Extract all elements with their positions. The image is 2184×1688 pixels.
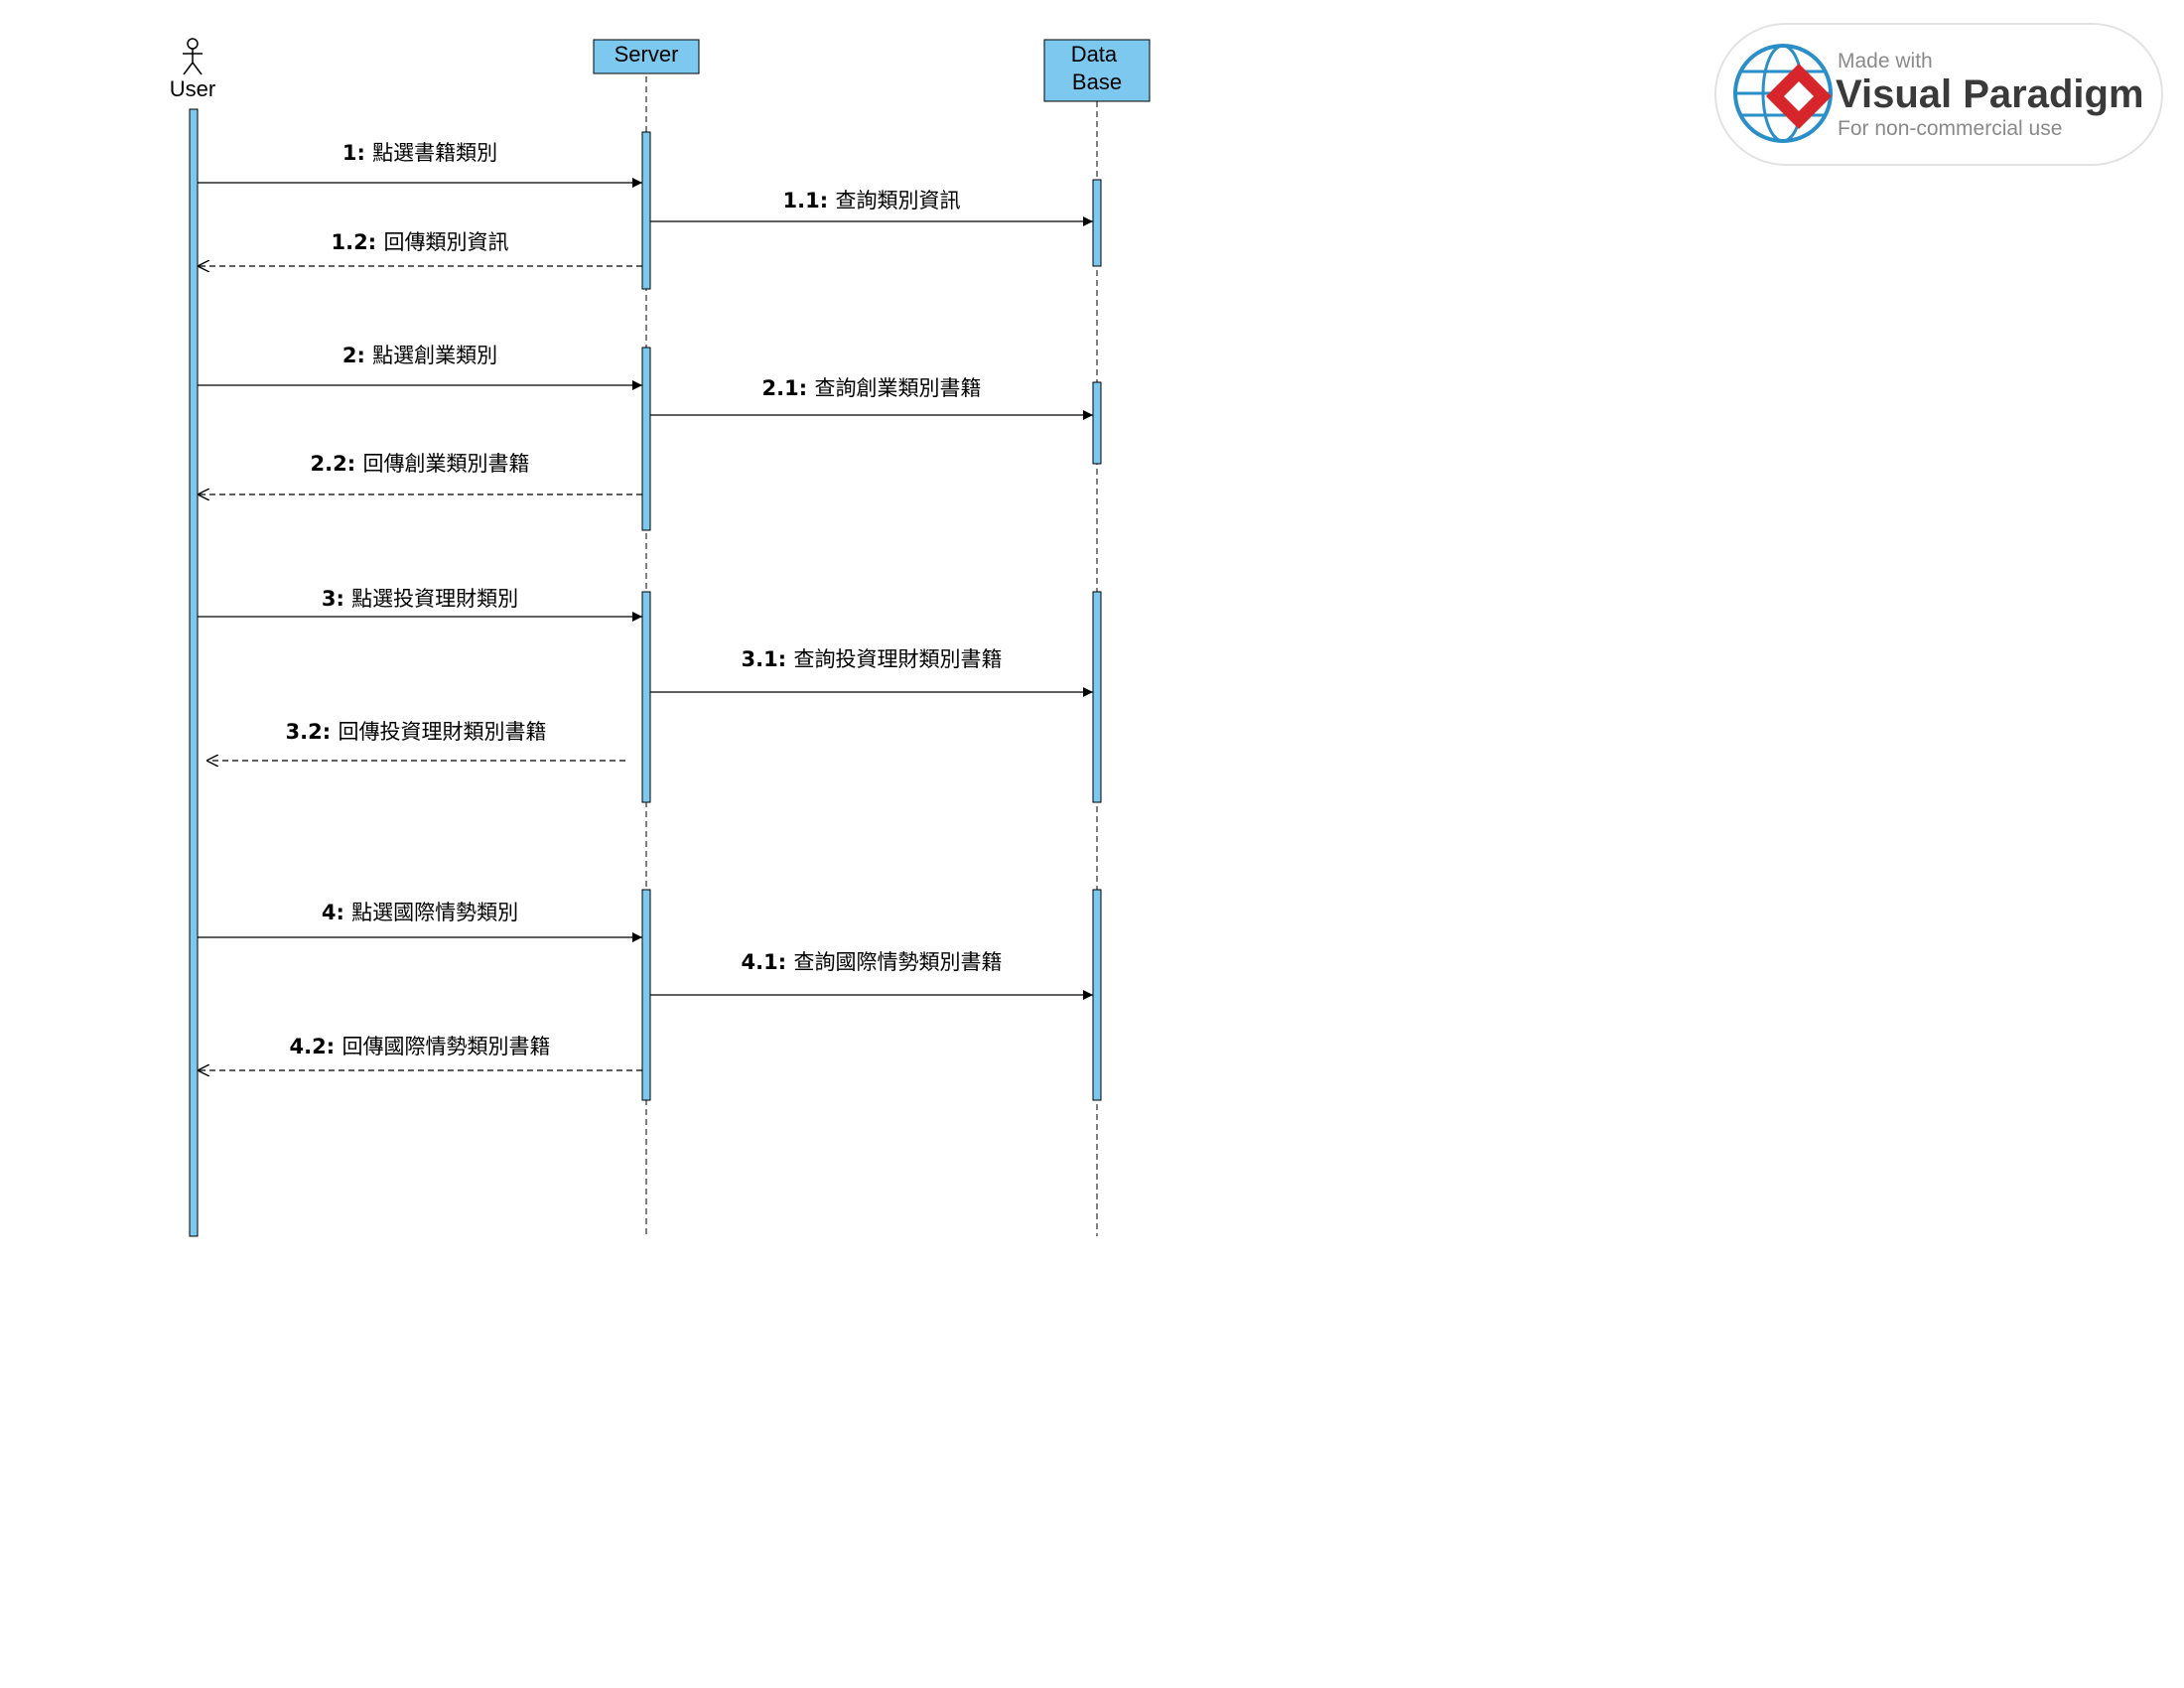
database-participant-label: Data Base	[1071, 42, 1124, 94]
message-number: 2.1:	[762, 376, 815, 400]
message-label: 3: 點選投資理財類別	[322, 587, 518, 611]
server-activation-bar-3	[641, 591, 651, 803]
watermark-noncommercial: For non-commercial use	[1838, 117, 2062, 140]
message-number: 1.1:	[783, 189, 836, 212]
message-1: 1: 點選書籍類別	[198, 141, 642, 188]
message-text: 點選書籍類別	[372, 141, 497, 165]
message-label: 4.1: 查詢國際情勢類別書籍	[742, 950, 1003, 974]
message-text: 點選國際情勢類別	[351, 901, 518, 924]
visual-paradigm-logo-icon	[1733, 44, 1833, 143]
message-number: 1:	[342, 141, 372, 165]
message-1-1: 1.1: 查詢類別資訊	[650, 189, 1093, 226]
message-3-1: 3.1: 查詢投資理財類別書籍	[650, 647, 1093, 697]
message-text: 回傳創業類別書籍	[362, 452, 529, 476]
message-4-1: 4.1: 查詢國際情勢類別書籍	[650, 950, 1093, 1000]
message-number: 1.2:	[332, 230, 384, 254]
message-label: 2.1: 查詢創業類別書籍	[762, 376, 982, 400]
user-activation-bar	[189, 108, 199, 1237]
database-activation-bar-3	[1092, 591, 1102, 803]
message-number: 3.2:	[286, 720, 339, 744]
visual-paradigm-watermark: Made with Visual Paradigm For non-commer…	[1714, 23, 2163, 166]
message-2-2: 2.2: 回傳創業類別書籍	[198, 452, 642, 494]
user-actor-icon	[183, 38, 203, 75]
message-text: 查詢國際情勢類別書籍	[793, 950, 1002, 974]
message-number: 2:	[342, 344, 372, 367]
message-number: 4.1:	[742, 950, 794, 974]
message-label: 2.2: 回傳創業類別書籍	[311, 452, 530, 476]
server-activation-bar-1	[641, 131, 651, 290]
message-label: 1.1: 查詢類別資訊	[783, 189, 961, 212]
message-text: 回傳類別資訊	[383, 230, 508, 254]
message-number: 2.2:	[311, 452, 363, 476]
message-label: 3.1: 查詢投資理財類別書籍	[742, 647, 1003, 671]
message-1-2: 1.2: 回傳類別資訊	[198, 230, 642, 266]
server-participant-label: Server	[614, 42, 679, 67]
message-4: 4: 點選國際情勢類別	[198, 901, 642, 942]
message-number: 4:	[322, 901, 351, 924]
message-text: 點選投資理財類別	[351, 587, 518, 611]
message-number: 3:	[322, 587, 351, 611]
message-label: 2: 點選創業類別	[342, 344, 497, 367]
user-participant-label: User	[170, 76, 215, 101]
database-participant-box	[1043, 39, 1151, 102]
message-3-2: 3.2: 回傳投資理財類別書籍	[206, 720, 625, 761]
message-label: 1.2: 回傳類別資訊	[332, 230, 509, 254]
message-text: 點選創業類別	[372, 344, 497, 367]
message-label: 4: 點選國際情勢類別	[322, 901, 518, 924]
message-4-2: 4.2: 回傳國際情勢類別書籍	[198, 1035, 642, 1070]
message-text: 回傳國際情勢類別書籍	[341, 1035, 550, 1058]
message-text: 查詢類別資訊	[835, 189, 960, 212]
server-participant-box	[593, 39, 700, 74]
watermark-made-with: Made with	[1838, 50, 1933, 72]
message-3: 3: 點選投資理財類別	[198, 587, 642, 622]
server-activation-bar-2	[641, 347, 651, 531]
message-number: 4.2:	[290, 1035, 342, 1058]
message-text: 查詢創業類別書籍	[814, 376, 981, 400]
message-label: 3.2: 回傳投資理財類別書籍	[286, 720, 547, 744]
message-text: 查詢投資理財類別書籍	[793, 647, 1002, 671]
message-2-1: 2.1: 查詢創業類別書籍	[650, 376, 1093, 420]
message-text: 回傳投資理財類別書籍	[338, 720, 546, 744]
message-label: 1: 點選書籍類別	[342, 141, 497, 165]
watermark-brand: Visual Paradigm	[1836, 72, 2144, 116]
message-label: 4.2: 回傳國際情勢類別書籍	[290, 1035, 551, 1058]
message-2: 2: 點選創業類別	[198, 344, 642, 390]
server-activation-bar-4	[641, 889, 651, 1101]
message-number: 3.1:	[742, 647, 794, 671]
database-activation-bar-4	[1092, 889, 1102, 1101]
database-activation-bar-2	[1092, 381, 1102, 465]
database-activation-bar-1	[1092, 179, 1102, 267]
